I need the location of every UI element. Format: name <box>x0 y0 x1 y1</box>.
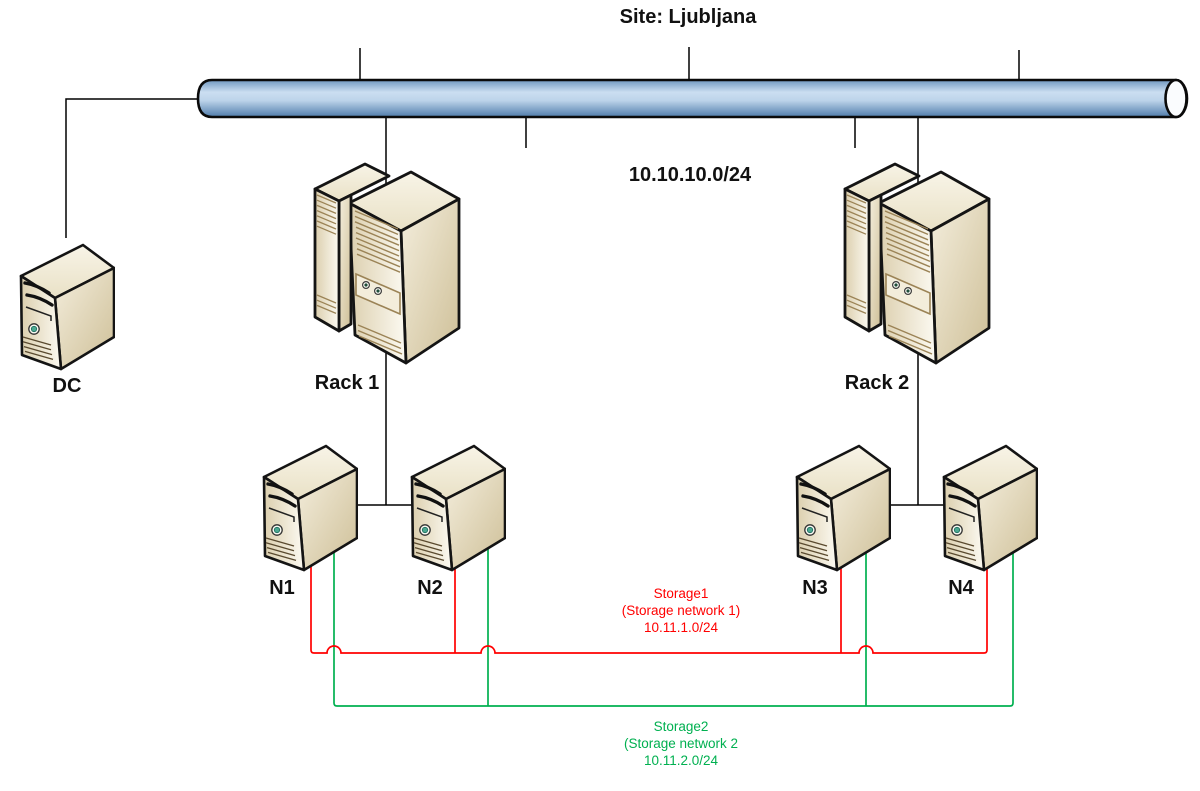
storage1-note: Storage1 (Storage network 1) 10.11.1.0/2… <box>622 585 741 636</box>
pipe-open-end <box>1164 78 1188 119</box>
n4-label: N4 <box>948 577 974 599</box>
server-icon-n4 <box>942 444 1038 572</box>
n2-label: N2 <box>417 577 443 599</box>
server-icon-n3 <box>795 444 891 572</box>
rack1-label: Rack 1 <box>314 372 380 394</box>
site-title-label: Site: Ljubljana <box>619 6 757 28</box>
storage1-subnet: 10.11.1.0/24 <box>643 620 719 635</box>
pipe-body <box>196 78 1189 119</box>
server-icon-n2 <box>410 444 506 572</box>
storage2-name: Storage2 <box>653 719 709 734</box>
rack2-label: Rack 2 <box>844 372 910 394</box>
lan-subnet-label: 10.10.10.0/24 <box>628 164 752 186</box>
storage2-description: (Storage network 2 <box>623 736 739 751</box>
storage2-note: Storage2 (Storage network 2 10.11.2.0/24 <box>624 718 738 769</box>
server-icon-dc <box>19 243 115 371</box>
dc-label: DC <box>52 375 82 397</box>
rack2-icon <box>843 162 991 365</box>
dc-uplink-line <box>65 98 200 238</box>
storage1-description: (Storage network 1) <box>621 603 741 618</box>
server-icon-n1 <box>262 444 358 572</box>
storage2-network-lines <box>333 540 1014 707</box>
rack1-icon <box>313 162 461 365</box>
storage1-name: Storage1 <box>653 586 709 601</box>
storage2-subnet: 10.11.2.0/24 <box>643 753 719 768</box>
n3-label: N3 <box>802 577 828 599</box>
n1-label: N1 <box>269 577 295 599</box>
lan-bus-pipe <box>196 78 1189 119</box>
